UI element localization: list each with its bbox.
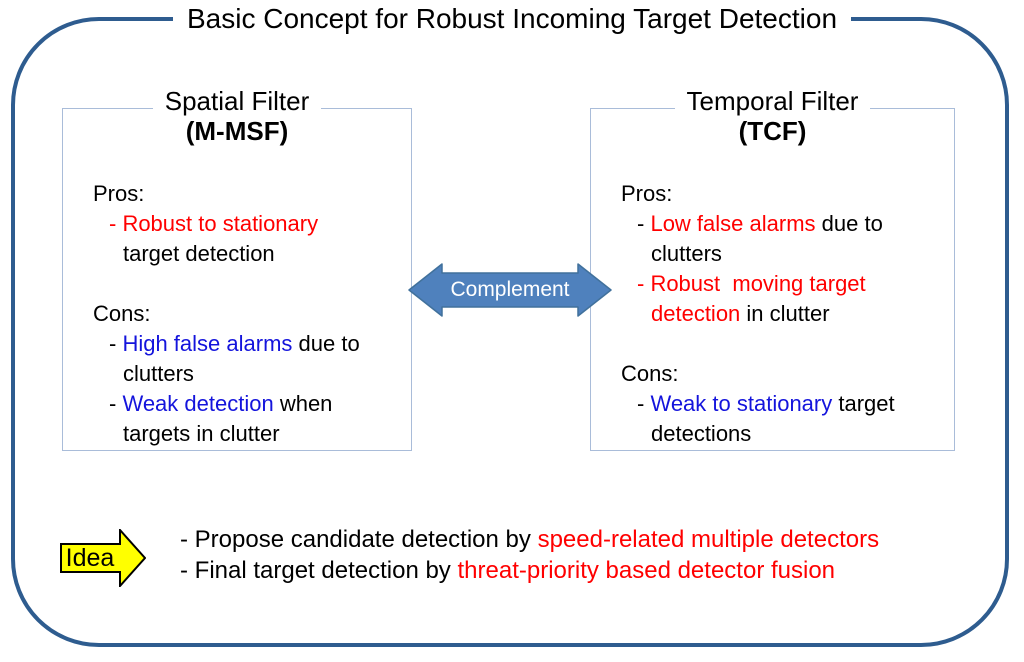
text-line: clutters bbox=[123, 359, 405, 389]
text-line: - Low false alarms due to bbox=[637, 209, 948, 239]
text-run: targets in clutter bbox=[123, 421, 280, 446]
text-line: Pros: bbox=[621, 179, 948, 209]
spatial-filter-body: Pros: - Robust to stationary target detect… bbox=[63, 109, 411, 449]
text-run: Cons: bbox=[621, 361, 679, 386]
text-run: target detection bbox=[123, 241, 275, 266]
temporal-filter-title: Temporal Filter (TCF) bbox=[591, 86, 954, 146]
text-run: due to bbox=[292, 331, 360, 356]
text-run: High false alarms bbox=[122, 331, 293, 356]
page-title-text: Basic Concept for Robust Incoming Target… bbox=[172, 3, 852, 34]
text-run: target bbox=[832, 391, 895, 416]
text-run: - bbox=[637, 211, 651, 236]
right-arrow-icon bbox=[60, 529, 146, 587]
temporal-filter-panel: Temporal Filter (TCF) Pros: - Low false a… bbox=[590, 86, 955, 451]
text-line: - Weak detection when bbox=[109, 389, 405, 419]
text-run: detections bbox=[651, 421, 752, 446]
text-run: - Robust to stationary bbox=[109, 211, 319, 236]
text-line: Cons: bbox=[621, 359, 948, 389]
double-arrow-icon bbox=[408, 263, 612, 317]
text-run: Pros: bbox=[621, 181, 673, 206]
text-line: - Propose candidate detection by speed-r… bbox=[180, 524, 879, 555]
temporal-filter-title-line1: Temporal Filter bbox=[674, 86, 871, 116]
text-run: Low false alarms bbox=[650, 211, 816, 236]
complement-arrow: Complement bbox=[408, 262, 612, 318]
text-line: target detection bbox=[123, 239, 405, 269]
text-line: clutters bbox=[651, 239, 948, 269]
temporal-filter-title-line2: (TCF) bbox=[738, 116, 807, 146]
text-line: Cons: bbox=[93, 299, 405, 329]
text-run: - Final target detection by bbox=[180, 557, 458, 584]
text-run: - Propose candidate detection by bbox=[180, 526, 538, 553]
idea-label: Idea bbox=[65, 544, 115, 572]
text-run: speed-related multiple detectors bbox=[537, 526, 880, 553]
text-run: detection bbox=[651, 301, 741, 326]
text-run: - bbox=[637, 391, 651, 416]
text-run: Weak to stationary bbox=[650, 391, 833, 416]
text-line: targets in clutter bbox=[123, 419, 405, 449]
page-title: Basic Concept for Robust Incoming Target… bbox=[0, 3, 1024, 35]
text-run: in clutter bbox=[740, 301, 830, 326]
text-line: - High false alarms due to bbox=[109, 329, 405, 359]
text-line: Pros: bbox=[93, 179, 405, 209]
spatial-filter-title-line2: (M-MSF) bbox=[185, 116, 289, 146]
text-run: Cons: bbox=[93, 301, 151, 326]
text-run: Pros: bbox=[93, 181, 145, 206]
text-run: - Robust moving target bbox=[637, 271, 866, 296]
complement-label: Complement bbox=[450, 278, 570, 301]
text-line bbox=[621, 329, 948, 359]
text-line: - Robust to stationary bbox=[109, 209, 405, 239]
text-run: threat-priority based detector fusion bbox=[457, 557, 836, 584]
text-run: - bbox=[109, 331, 123, 356]
idea-bullets: - Propose candidate detection by speed-r… bbox=[180, 524, 879, 586]
spatial-filter-panel: Spatial Filter (M-MSF) Pros: - Robust to … bbox=[62, 86, 412, 451]
idea-arrow: Idea bbox=[60, 529, 146, 587]
text-run: clutters bbox=[123, 361, 194, 386]
spatial-filter-title-line1: Spatial Filter bbox=[152, 86, 322, 116]
text-run: Weak detection bbox=[122, 391, 274, 416]
text-run: due to bbox=[815, 211, 883, 236]
text-line: - Weak to stationary target bbox=[637, 389, 948, 419]
spatial-filter-title: Spatial Filter (M-MSF) bbox=[63, 86, 411, 146]
text-line: detections bbox=[651, 419, 948, 449]
text-line bbox=[93, 269, 405, 299]
text-run: - bbox=[109, 391, 123, 416]
text-line: - Final target detection by threat-prior… bbox=[180, 555, 879, 586]
text-run: when bbox=[273, 391, 333, 416]
text-line: detection in clutter bbox=[651, 299, 948, 329]
text-run: clutters bbox=[651, 241, 722, 266]
text-line: - Robust moving target bbox=[637, 269, 948, 299]
